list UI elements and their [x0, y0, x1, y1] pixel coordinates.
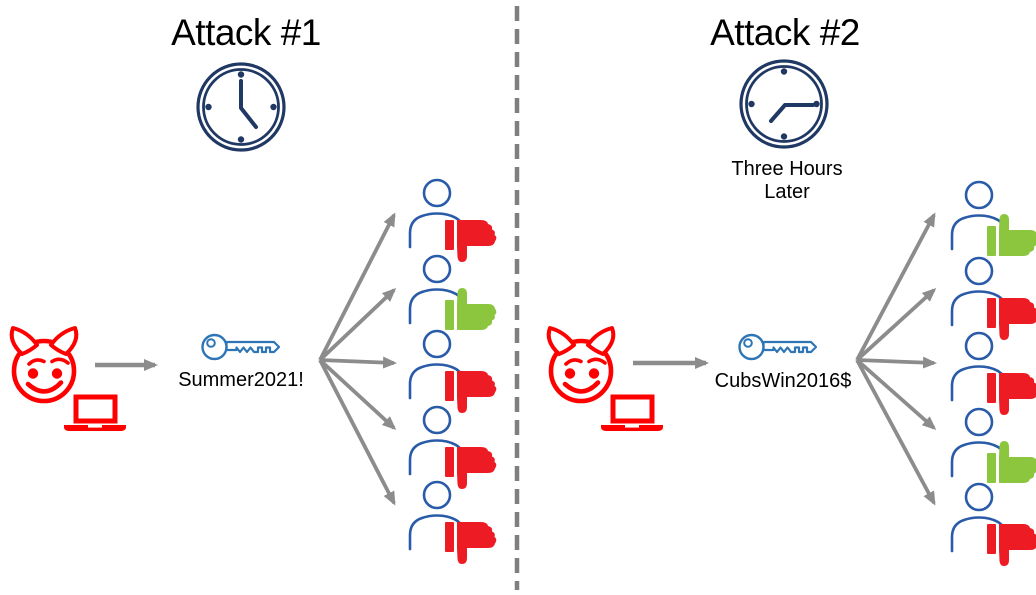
password-label: Summer2021!	[178, 369, 304, 391]
user-icon	[408, 480, 497, 564]
clock-icon	[196, 62, 286, 152]
thumb-down-icon	[445, 446, 497, 489]
laptop-icon	[64, 394, 126, 431]
devil-horn-right	[586, 326, 616, 356]
person-icon	[408, 405, 466, 475]
time-elapsed-label: Three Hours Later	[731, 158, 843, 203]
arrow-icon	[95, 359, 158, 371]
devil-horn-left	[546, 326, 576, 356]
clock-hands	[239, 79, 258, 129]
person-icon	[950, 482, 1008, 553]
thumb-down-icon	[987, 297, 1036, 340]
user-icon	[408, 254, 497, 330]
person-icon	[950, 331, 1008, 402]
person-icon	[950, 256, 1008, 326]
clock-icon	[739, 59, 829, 149]
thumb-down-icon	[987, 373, 1036, 415]
key-icon	[738, 333, 818, 361]
laptop-icon	[601, 394, 663, 431]
user-icon	[950, 407, 1036, 483]
arrow-icon	[633, 357, 709, 369]
thumb-down-icon	[445, 522, 497, 564]
user-results	[945, 178, 1036, 595]
person-icon	[950, 180, 1008, 251]
thumb-down-icon	[445, 220, 497, 262]
key-icon	[201, 333, 281, 361]
person-icon	[950, 407, 1008, 477]
user-icon	[408, 405, 497, 489]
fan-arrows	[318, 212, 397, 506]
person-icon	[408, 480, 466, 551]
person-icon	[408, 329, 466, 400]
thumb-up-icon	[987, 440, 1036, 483]
devil-attacker-icon	[546, 326, 663, 431]
clock-hands	[769, 103, 815, 123]
devil-attacker-icon	[9, 326, 126, 431]
password-label: CubsWin2016$	[714, 370, 852, 392]
thumb-up-icon	[987, 214, 1036, 256]
user-icon	[950, 256, 1036, 340]
user-icon	[950, 180, 1036, 256]
user-icon	[408, 329, 497, 413]
devil-horn-right	[49, 326, 79, 356]
attack-2-title: Attack #2	[710, 12, 860, 53]
devil-horn-left	[9, 326, 39, 356]
fan-arrows	[855, 212, 937, 506]
attack-1-title: Attack #1	[171, 12, 321, 53]
user-results	[403, 176, 503, 595]
panel-divider	[514, 6, 520, 590]
thumb-down-icon	[445, 371, 497, 413]
user-icon	[408, 178, 497, 262]
thumb-up-icon	[445, 287, 497, 330]
user-icon	[950, 482, 1036, 566]
person-icon	[408, 254, 466, 324]
person-icon	[408, 178, 466, 249]
thumb-down-icon	[987, 524, 1036, 566]
user-icon	[950, 331, 1036, 415]
